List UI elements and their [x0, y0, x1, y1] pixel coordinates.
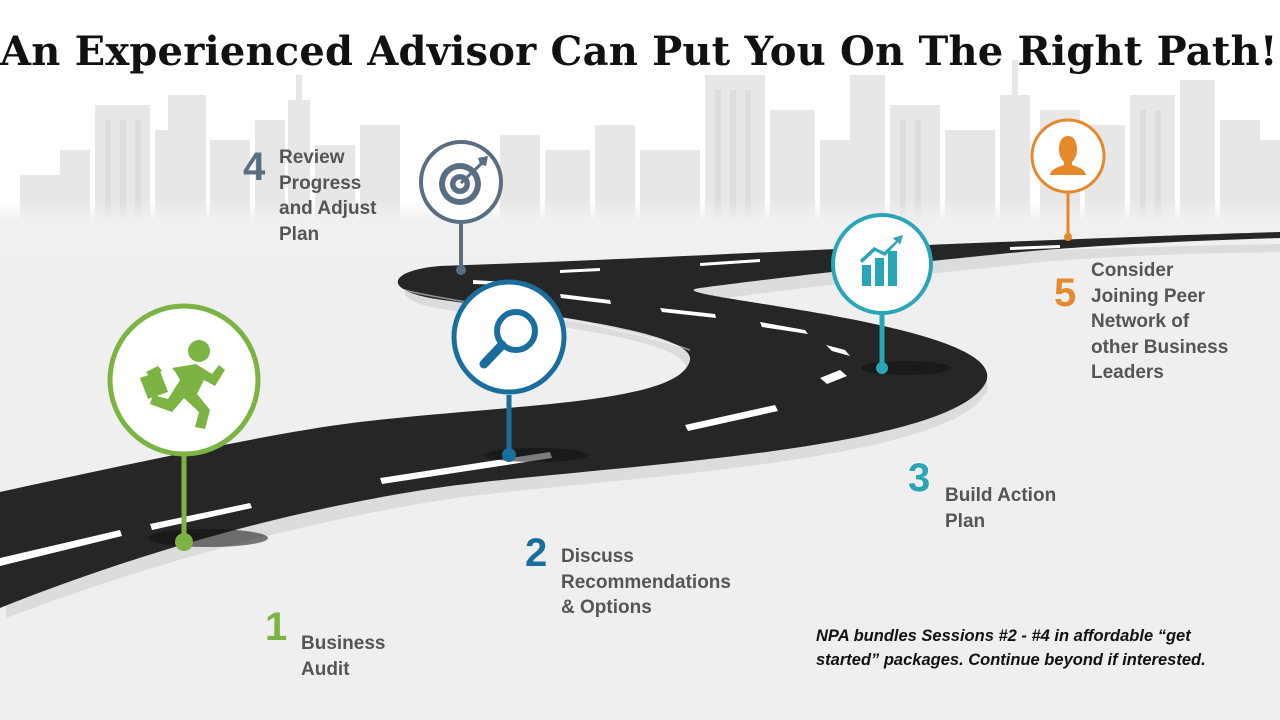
step-2-number: 2 — [525, 531, 548, 575]
magnifier-icon — [479, 309, 538, 369]
step-1-label-line: Business — [301, 633, 386, 654]
step-4-label-line: Progress — [279, 172, 362, 194]
step-5-label-line: other Business — [1091, 336, 1229, 358]
step-3-label-line: Plan — [945, 510, 986, 532]
road — [0, 232, 1280, 608]
note-line: NPA bundles Sessions #2 - #4 in affordab… — [816, 627, 1191, 645]
step-2-label-line: Discuss — [561, 546, 634, 567]
growth-chart-icon — [860, 235, 903, 286]
step-3-label-line: Build Action — [945, 485, 1057, 506]
marker-2 — [451, 279, 588, 462]
marker-1 — [107, 303, 268, 551]
running-person-icon — [140, 340, 225, 429]
target-icon — [439, 156, 488, 205]
step-4-label: Review Progress and Adjust Plan — [279, 145, 376, 247]
marker-5 — [1030, 118, 1106, 241]
step-3-number: 3 — [908, 456, 931, 500]
step-5-number: 5 — [1054, 271, 1077, 315]
step-1-label-line: Audit — [301, 658, 350, 680]
step-4-label-line: Review — [279, 147, 345, 168]
step-1-number: 1 — [265, 605, 288, 649]
step-4-number: 4 — [243, 145, 266, 189]
step-4-label-line: Plan — [279, 223, 320, 245]
marker-4 — [419, 140, 503, 275]
step-5-label-line: Consider — [1091, 260, 1174, 281]
step-5-label-line: Joining Peer — [1091, 285, 1206, 307]
step-3-label: Build Action Plan — [945, 483, 1056, 534]
step-5-label-line: Network of — [1091, 311, 1190, 332]
note-line: started” packages. Continue beyond if in… — [816, 651, 1206, 669]
step-2-label: Discuss Recommendations & Options — [561, 544, 731, 621]
npa-bundle-note: NPA bundles Sessions #2 - #4 in affordab… — [816, 624, 1276, 672]
step-4-label-line: and Adjust — [279, 198, 377, 219]
step-2-label-line: Recommendations — [561, 571, 731, 593]
marker-3 — [831, 213, 951, 375]
step-5-label: Consider Joining Peer Network of other B… — [1091, 258, 1228, 386]
person-icon — [1050, 136, 1086, 175]
slide-title: An Experienced Advisor Can Put You On Th… — [0, 28, 1278, 75]
skyline-windows — [105, 90, 1161, 230]
step-2-label-line: & Options — [561, 597, 652, 618]
step-5-label-line: Leaders — [1091, 362, 1164, 383]
step-1-label: Business Audit — [301, 631, 385, 682]
